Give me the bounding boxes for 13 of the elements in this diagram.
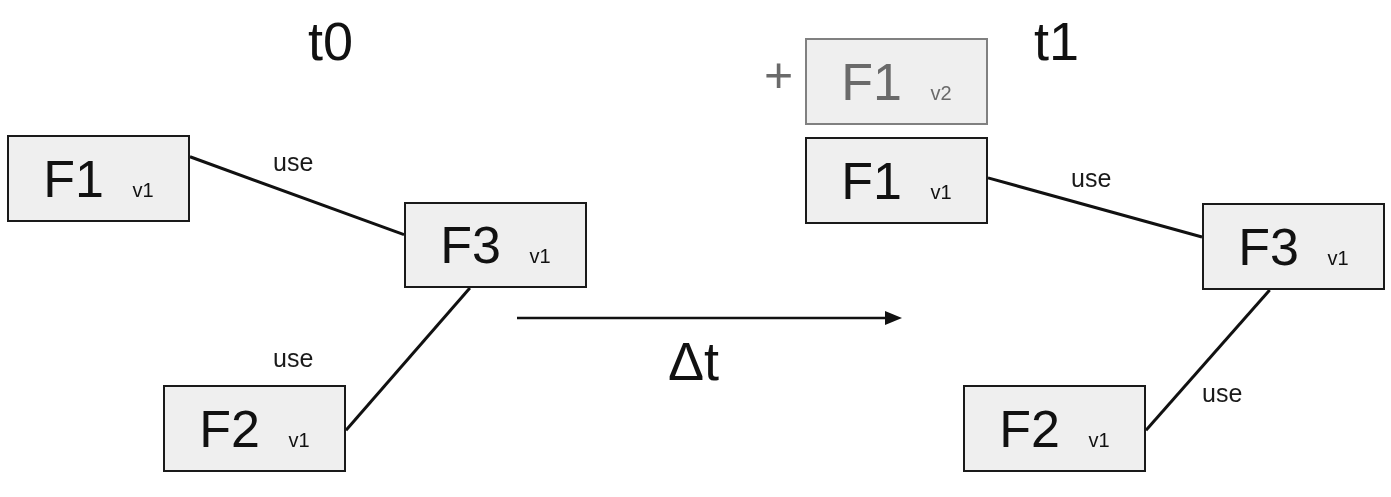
process-box — [163, 385, 346, 472]
time-label: t0 — [308, 14, 354, 68]
process-box — [805, 137, 988, 224]
process-box — [805, 38, 988, 125]
connector-line — [189, 155, 405, 237]
plus-sign: + — [764, 50, 794, 100]
process-box — [404, 202, 587, 288]
connector-line — [987, 176, 1203, 239]
process-box — [1202, 203, 1385, 290]
process-box — [7, 135, 190, 222]
delta-time-label: Δt — [668, 334, 720, 388]
time-label: t1 — [1034, 14, 1080, 68]
process-box — [963, 385, 1146, 472]
